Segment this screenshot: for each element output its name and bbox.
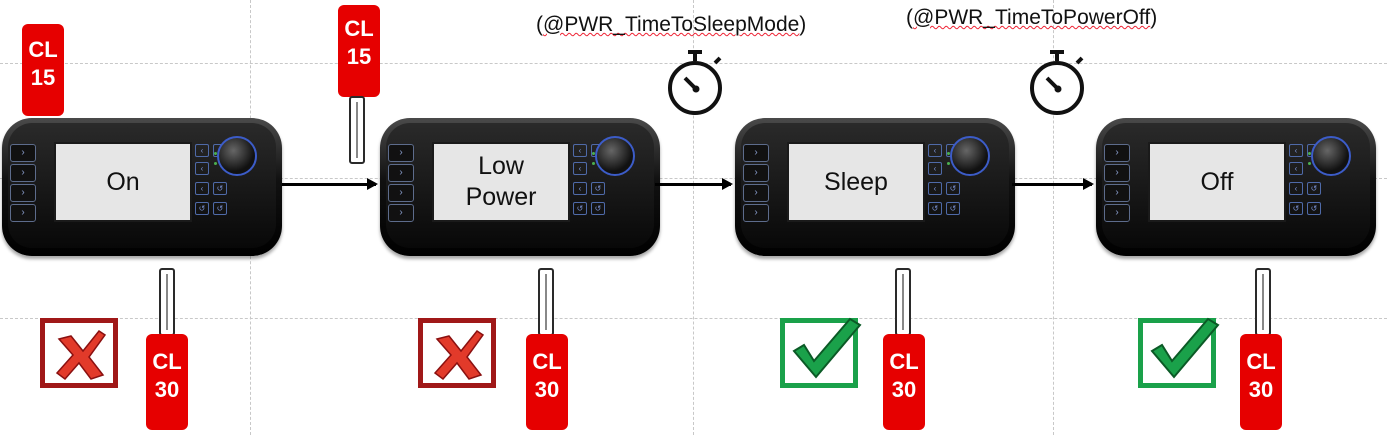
cl30-key: CL 30 [146,334,188,430]
side-button: › [743,204,769,222]
side-button: › [10,184,36,202]
side-button: › [10,164,36,182]
side-button: › [10,204,36,222]
key-pin [349,96,365,164]
stopwatch-icon [668,50,722,115]
side-button: › [743,184,769,202]
device-screen-label: Low Power [432,142,570,222]
side-button: › [10,144,36,162]
cl30-key: CL 30 [526,334,568,430]
transition-arrow [1012,178,1094,190]
check-mark-icon [1138,317,1220,388]
param-name: @PWR_TimeToSleepMode [543,13,800,36]
function-keypad: ‹‹ ‹ ‹↺ ↺↺ [928,142,968,222]
key-pin [895,268,911,336]
key-pin [159,268,175,336]
device-screen-label: On [54,142,192,222]
grid-line [1053,0,1054,435]
transition-arrow [655,178,733,190]
device-on: › › › › On ‹‹ ‹ ‹↺ ↺↺ [2,118,282,256]
side-button: › [388,144,414,162]
side-button: › [388,164,414,182]
rotary-knob [595,136,635,176]
side-button: › [388,204,414,222]
side-button: › [388,184,414,202]
cl30-key: CL 30 [1240,334,1282,430]
side-button: › [1104,164,1130,182]
cross-mark-icon [418,318,496,388]
transition-arrow [282,178,378,190]
side-button: › [743,164,769,182]
check-mark-icon [780,317,862,388]
device-off: › › › › Off ‹‹ ‹ ‹↺ ↺↺ [1096,118,1376,256]
key-pin [538,268,554,336]
side-button: › [1104,204,1130,222]
device-screen-label: Off [1148,142,1286,222]
stopwatch-icon [1030,50,1084,115]
cl30-key: CL 30 [883,334,925,430]
param-name: @PWR_TimeToPowerOff [913,6,1151,29]
cross-mark-icon [40,318,118,388]
side-button: › [743,144,769,162]
cl15-badge: CL 15 [22,24,64,116]
rotary-knob [950,136,990,176]
device-screen-label: Sleep [787,142,925,222]
side-button: › [1104,144,1130,162]
rotary-knob [217,136,257,176]
param-label-sleep: (@PWR_TimeToSleepMode) [536,13,807,36]
side-button: › [1104,184,1130,202]
key-pin [1255,268,1271,336]
cl15-key: CL 15 [338,5,380,97]
device-sleep: › › › › Sleep ‹‹ ‹ ‹↺ ↺↺ [735,118,1015,256]
rotary-knob [1311,136,1351,176]
param-label-poweroff: (@PWR_TimeToPowerOff) [906,6,1158,29]
device-low-power: › › › › Low Power ‹‹ ‹ ‹↺ ↺↺ [380,118,660,256]
grid-line [693,0,694,435]
